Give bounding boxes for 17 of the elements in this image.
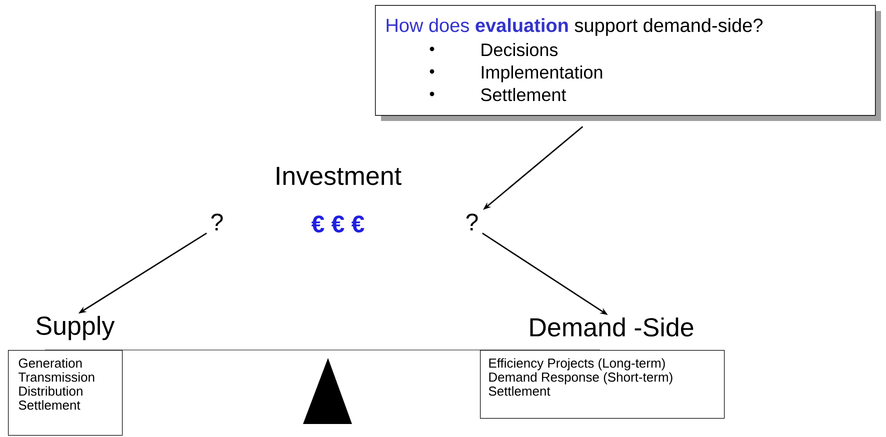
group-heading: Supply [36, 316, 115, 340]
group-heading: Demand -Side [530, 317, 694, 337]
bullet-item: Implementation [482, 65, 602, 82]
bullet-item: Decisions [482, 42, 558, 56]
node-label: Transmission [18, 372, 94, 382]
node-label: Settlement [18, 400, 80, 410]
bullet-item: Settlement [481, 88, 566, 102]
question-text: How does evaluation support demand-side? [386, 18, 763, 36]
list-box: Generation Transmission Distribution Settlement [8, 350, 123, 436]
heading-text: Investment [276, 166, 402, 186]
node-label: Generation [18, 358, 82, 368]
node-label: Distribution [19, 386, 82, 396]
list-box: Efficiency Projects (Long-term) Demand Response (Short-term) Settlement [480, 350, 725, 419]
question-box [375, 5, 881, 121]
question-mark: ? [466, 214, 478, 230]
currency-symbols: € € € [311, 216, 364, 232]
question-mark: ? [211, 214, 223, 230]
